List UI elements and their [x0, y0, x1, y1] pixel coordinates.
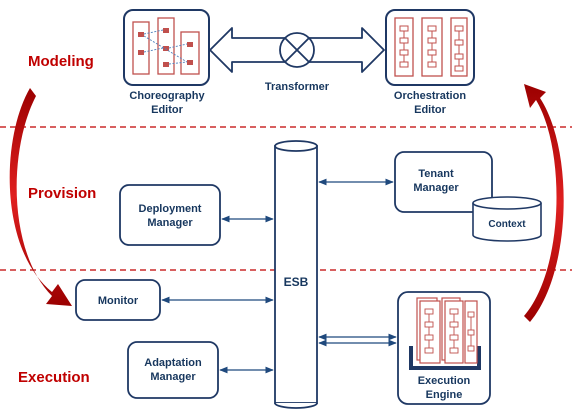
esb-cylinder-top [274, 140, 318, 152]
orchestration-editor-box [385, 9, 475, 86]
tenant-manager-box [394, 151, 493, 213]
execution-engine-process-icon [416, 297, 478, 364]
choreography-editor-label-line1: Choreography [129, 90, 205, 102]
phase-label-provision: Provision [28, 185, 96, 202]
context-label: Context [488, 219, 526, 230]
monitor-label: Monitor [98, 295, 139, 307]
tenant-manager-label-line1: Tenant [418, 168, 454, 180]
context-cylinder-body [472, 203, 542, 242]
adaptation-manager-label-line1: Adaptation [144, 357, 202, 369]
orchestration-diagram-icon [394, 17, 468, 77]
orchestration-editor-label-line1: Orchestration [394, 90, 466, 102]
phase-label-modeling: Modeling [28, 53, 94, 70]
left-lifecycle-arrow [9, 88, 73, 306]
adaptation-manager-box [127, 341, 219, 399]
tenant-manager: Tenant Manager [394, 151, 493, 213]
orchestration-editor-label-line2: Editor [414, 104, 446, 116]
deployment-manager-box [119, 184, 221, 246]
esb-label: ESB [284, 275, 309, 289]
deployment-manager: Deployment Manager [119, 184, 221, 246]
context-cylinder-top [472, 196, 542, 210]
choreography-editor: Choreography Editor [123, 9, 210, 116]
choreography-diagram-icon [132, 17, 200, 75]
execution-engine-tray [409, 346, 481, 370]
monitor: Monitor [75, 279, 161, 321]
deployment-manager-label-line1: Deployment [139, 203, 202, 215]
choreography-editor-label-line2: Editor [151, 104, 183, 116]
adaptation-manager: Adaptation Manager [127, 341, 219, 399]
deployment-manager-label-line2: Manager [147, 217, 193, 229]
right-lifecycle-arrow [524, 84, 564, 322]
execution-engine: Execution Engine [397, 291, 491, 405]
orchestration-editor: Orchestration Editor [385, 9, 475, 116]
monitor-box [75, 279, 161, 321]
tenant-manager-label-line2: Manager [413, 182, 459, 194]
phase-label-execution: Execution [18, 369, 90, 386]
transformer: Transformer [209, 27, 385, 93]
context-store: Context [472, 196, 542, 242]
transformer-label: Transformer [265, 81, 330, 93]
execution-engine-label-line1: Execution [418, 375, 471, 387]
esb-bus: ESB [274, 140, 318, 409]
execution-engine-label-line2: Engine [426, 389, 463, 401]
adaptation-manager-label-line2: Manager [150, 371, 196, 383]
